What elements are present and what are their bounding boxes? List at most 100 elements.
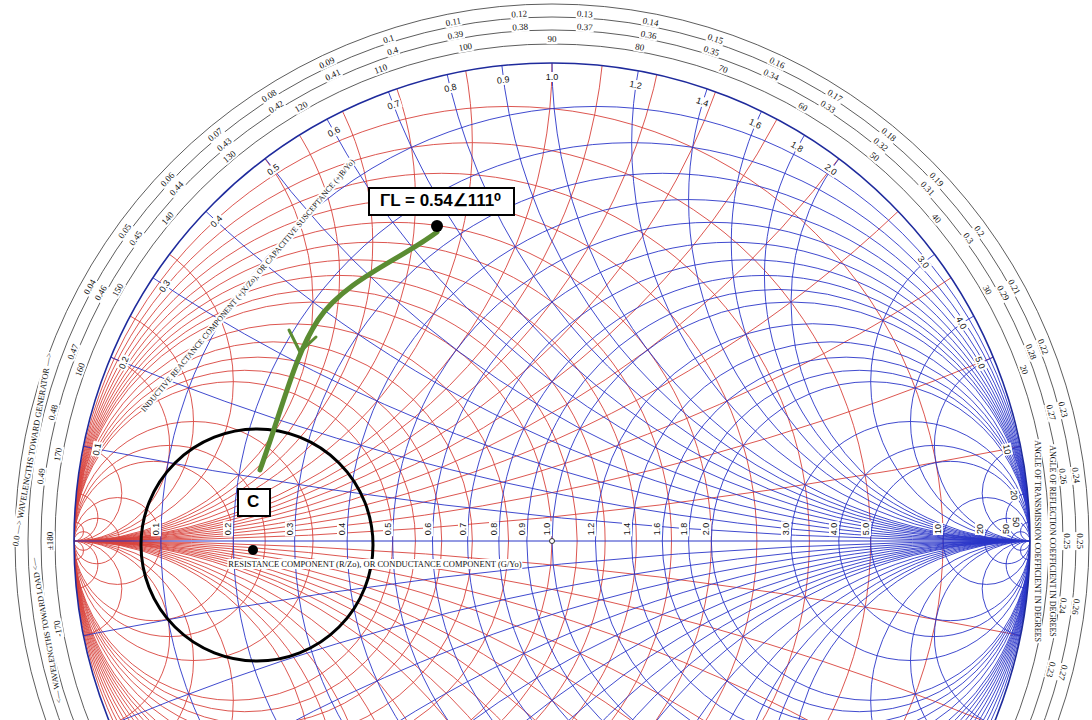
resistance-value-text: 1.2 <box>586 522 596 537</box>
wavelength-value: 0.37 <box>575 16 594 33</box>
wavelength-value-text: 0.27 <box>1044 403 1058 423</box>
point-c <box>248 545 258 555</box>
resistance-value-text: 1.6 <box>652 522 662 537</box>
scale-title: RESISTANCE COMPONENT (R/Zo), OR CONDUCTA… <box>227 554 522 570</box>
reactance-value: 0.9 <box>495 69 511 86</box>
resistance-value-text: 10 <box>933 523 943 535</box>
scale-ring <box>41 30 1063 720</box>
reactance-value-text: 1.0 <box>545 72 560 82</box>
wavelength-value-text: 0.25 <box>1062 532 1072 550</box>
resistance-value: 0.9 <box>512 522 528 537</box>
scale-title: ANGLE OF REFLECTION COEFFICIENT IN DEGRE… <box>1047 444 1063 638</box>
annotation-box-text: ΓL = 0.54∠111⁰ <box>380 191 503 211</box>
resistance-value-text: 0.5 <box>383 522 393 537</box>
resistance-value: 1.8 <box>674 522 690 537</box>
reactance-value-text: 10 <box>1001 442 1013 456</box>
reactance-value-text: 0.8 <box>442 82 458 95</box>
annotation-box: ΓL = 0.54∠111⁰ <box>368 187 515 216</box>
scale-title: ANGLE OF TRANSMISSION COEFFICIENT IN DEG… <box>1032 439 1048 643</box>
resistance-value: 0.4 <box>332 522 348 537</box>
scale-title-text: ANGLE OF TRANSMISSION COEFFICIENT IN DEG… <box>1033 439 1042 643</box>
wavelength-value-text: 0.23 <box>1044 659 1058 679</box>
wavelength-value-text: 0.27 <box>1056 662 1070 682</box>
wavelength-value-text: 0.14 <box>641 16 660 29</box>
resistance-value-text: 0.3 <box>285 522 295 537</box>
resistance-value: 1.2 <box>581 522 597 537</box>
reactance-value-text: 20 <box>1008 488 1019 501</box>
point-label-box-text: C <box>247 492 261 512</box>
resistance-value: 50 <box>996 523 1012 535</box>
resistance-value: 4.0 <box>824 522 840 537</box>
reactance-value: 1.2 <box>627 73 644 91</box>
point-label-box: C <box>237 488 271 517</box>
wavelength-value-text: 0.37 <box>575 21 593 32</box>
wavelength-value: 0.36 <box>639 24 659 43</box>
reactance-value: 50 <box>1009 516 1025 529</box>
resistance-value-text: 0.6 <box>423 522 433 537</box>
reactance-value-text: 0.1 <box>91 441 104 457</box>
resistance-value-text: 0.1 <box>151 522 161 537</box>
angle-value: 170 <box>46 444 64 462</box>
wavelength-value: 0.13 <box>576 3 595 20</box>
resistance-value: 0.3 <box>280 522 296 537</box>
wavelength-value-text: 0.26 <box>1057 467 1069 486</box>
resistance-value-text: 20 <box>975 523 985 535</box>
scale-title-text: RESISTANCE COMPONENT (R/Zo), OR CONDUCTA… <box>227 559 522 569</box>
center-point <box>550 539 555 544</box>
angle-value-text: 100 <box>456 40 473 53</box>
reactance-value: 20 <box>1007 488 1024 502</box>
scale-ring <box>28 17 1076 720</box>
resistance-value-text: 1.4 <box>622 522 632 537</box>
resistance-value-text: 0.4 <box>337 522 347 537</box>
wavelength-value: 0.25 <box>1074 532 1090 550</box>
wavelength-value: 0.24 <box>1056 596 1074 616</box>
resistance-value-text: 1.0 <box>542 522 552 537</box>
wavelength-value-text: 0.36 <box>639 29 658 42</box>
wavelength-value-text: 0.23 <box>1056 400 1070 420</box>
wavelength-value-text: 0.49 <box>35 467 47 486</box>
resistance-value-text: 1.8 <box>679 522 689 537</box>
resistance-value: 0.6 <box>418 522 434 537</box>
reactance-value: 1.0 <box>545 67 560 83</box>
resistance-value-text: 2.0 <box>701 522 711 537</box>
wavelength-value-text: 0.12 <box>510 8 528 19</box>
transformation-path <box>260 232 437 470</box>
resistance-value-text: 4.0 <box>829 522 839 537</box>
resistance-value: 5.0 <box>856 522 872 537</box>
wavelength-value-text: 0.25 <box>1075 532 1085 550</box>
angle-value: 90 <box>547 29 558 45</box>
resistance-value-text: 0.9 <box>517 522 527 537</box>
wavelength-value-text: 0.39 <box>446 29 465 42</box>
resistance-value: 20 <box>970 523 986 535</box>
resistance-value: 1.0 <box>537 522 553 537</box>
scale-ring <box>15 4 1089 720</box>
wavelength-value-text: 0.38 <box>510 21 528 32</box>
resistance-value-text: 3.0 <box>781 522 791 537</box>
wavelength-value: 0.38 <box>510 16 529 33</box>
load-point <box>431 220 443 232</box>
wavelength-value: 0.24 <box>1069 465 1087 485</box>
reactance-value-text: 50 <box>1010 516 1020 528</box>
wavelength-value: 0.12 <box>509 3 528 20</box>
unit-circle <box>74 63 1030 720</box>
resistance-value: 0.2 <box>218 522 234 537</box>
resistance-value-text: 5.0 <box>861 522 871 537</box>
reactance-value: 0.1 <box>86 440 105 457</box>
resistance-value: 2.0 <box>696 522 712 537</box>
angle-value-text: -170 <box>51 618 64 638</box>
angle-value-text: 170 <box>51 445 64 462</box>
angle-value-text: 90 <box>547 34 558 44</box>
scale-rings <box>15 4 1089 720</box>
resistance-value-text: 0.8 <box>489 522 499 537</box>
wavelength-value-text: 0.26 <box>1070 598 1082 617</box>
wavelength-value-text: 0.13 <box>576 8 594 19</box>
wavelength-value: 0.25 <box>1061 532 1077 550</box>
angle-value: ±180 <box>40 531 56 551</box>
reactance-value-text: 0.9 <box>496 74 511 85</box>
wavelength-value: 0.26 <box>1069 598 1087 618</box>
scale-ring <box>55 44 1049 720</box>
angle-value-text: ±180 <box>45 531 55 551</box>
scale-title-text: ANGLE OF REFLECTION COEFFICIENT IN DEGRE… <box>1048 444 1057 638</box>
